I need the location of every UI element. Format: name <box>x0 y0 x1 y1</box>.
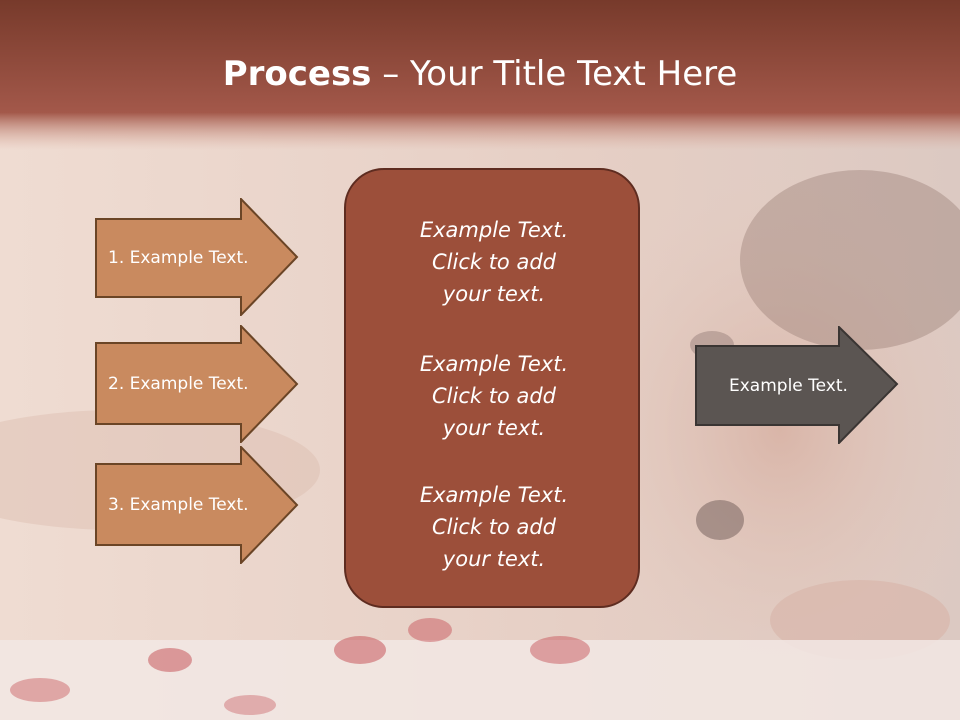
center-item-1-line2: Click to add <box>431 250 556 274</box>
left-arrow-2[interactable]: 2. Example Text. <box>95 325 300 443</box>
right-arrow-shape <box>695 326 899 444</box>
right-arrow[interactable]: Example Text. <box>695 326 900 444</box>
center-item-2-line3: your text. <box>442 416 546 440</box>
left-arrow-2-label: 2. Example Text. <box>108 373 249 394</box>
center-item-3: Example Text. Click to add your text. <box>346 479 642 575</box>
center-item-1-line1: Example Text. <box>419 218 569 242</box>
center-item-2-line2: Click to add <box>431 384 556 408</box>
left-arrow-3-label: 3. Example Text. <box>108 494 249 515</box>
slide-title[interactable]: Process – Your Title Text Here <box>0 52 960 96</box>
title-bold-text: Process <box>222 54 372 94</box>
left-arrow-1[interactable]: 1. Example Text. <box>95 198 300 316</box>
arrow-shape-1 <box>95 198 299 316</box>
center-item-2: Example Text. Click to add your text. <box>346 348 642 444</box>
left-arrow-1-label: 1. Example Text. <box>108 248 249 268</box>
center-text-box[interactable]: Example Text. Click to add your text. Ex… <box>344 168 640 608</box>
arrow-shape-2 <box>95 325 299 443</box>
center-item-1: Example Text. Click to add your text. <box>346 214 642 310</box>
center-item-1-line3: your text. <box>442 282 546 306</box>
left-arrow-3[interactable]: 3. Example Text. <box>95 446 300 564</box>
center-item-3-line1: Example Text. <box>419 483 569 507</box>
title-rest-text: – Your Title Text Here <box>371 54 738 94</box>
right-arrow-label: Example Text. <box>729 375 848 396</box>
arrow-shape-3 <box>95 446 299 564</box>
center-item-3-line3: your text. <box>442 547 546 571</box>
center-item-3-line2: Click to add <box>431 515 556 539</box>
center-item-2-line1: Example Text. <box>419 352 569 376</box>
